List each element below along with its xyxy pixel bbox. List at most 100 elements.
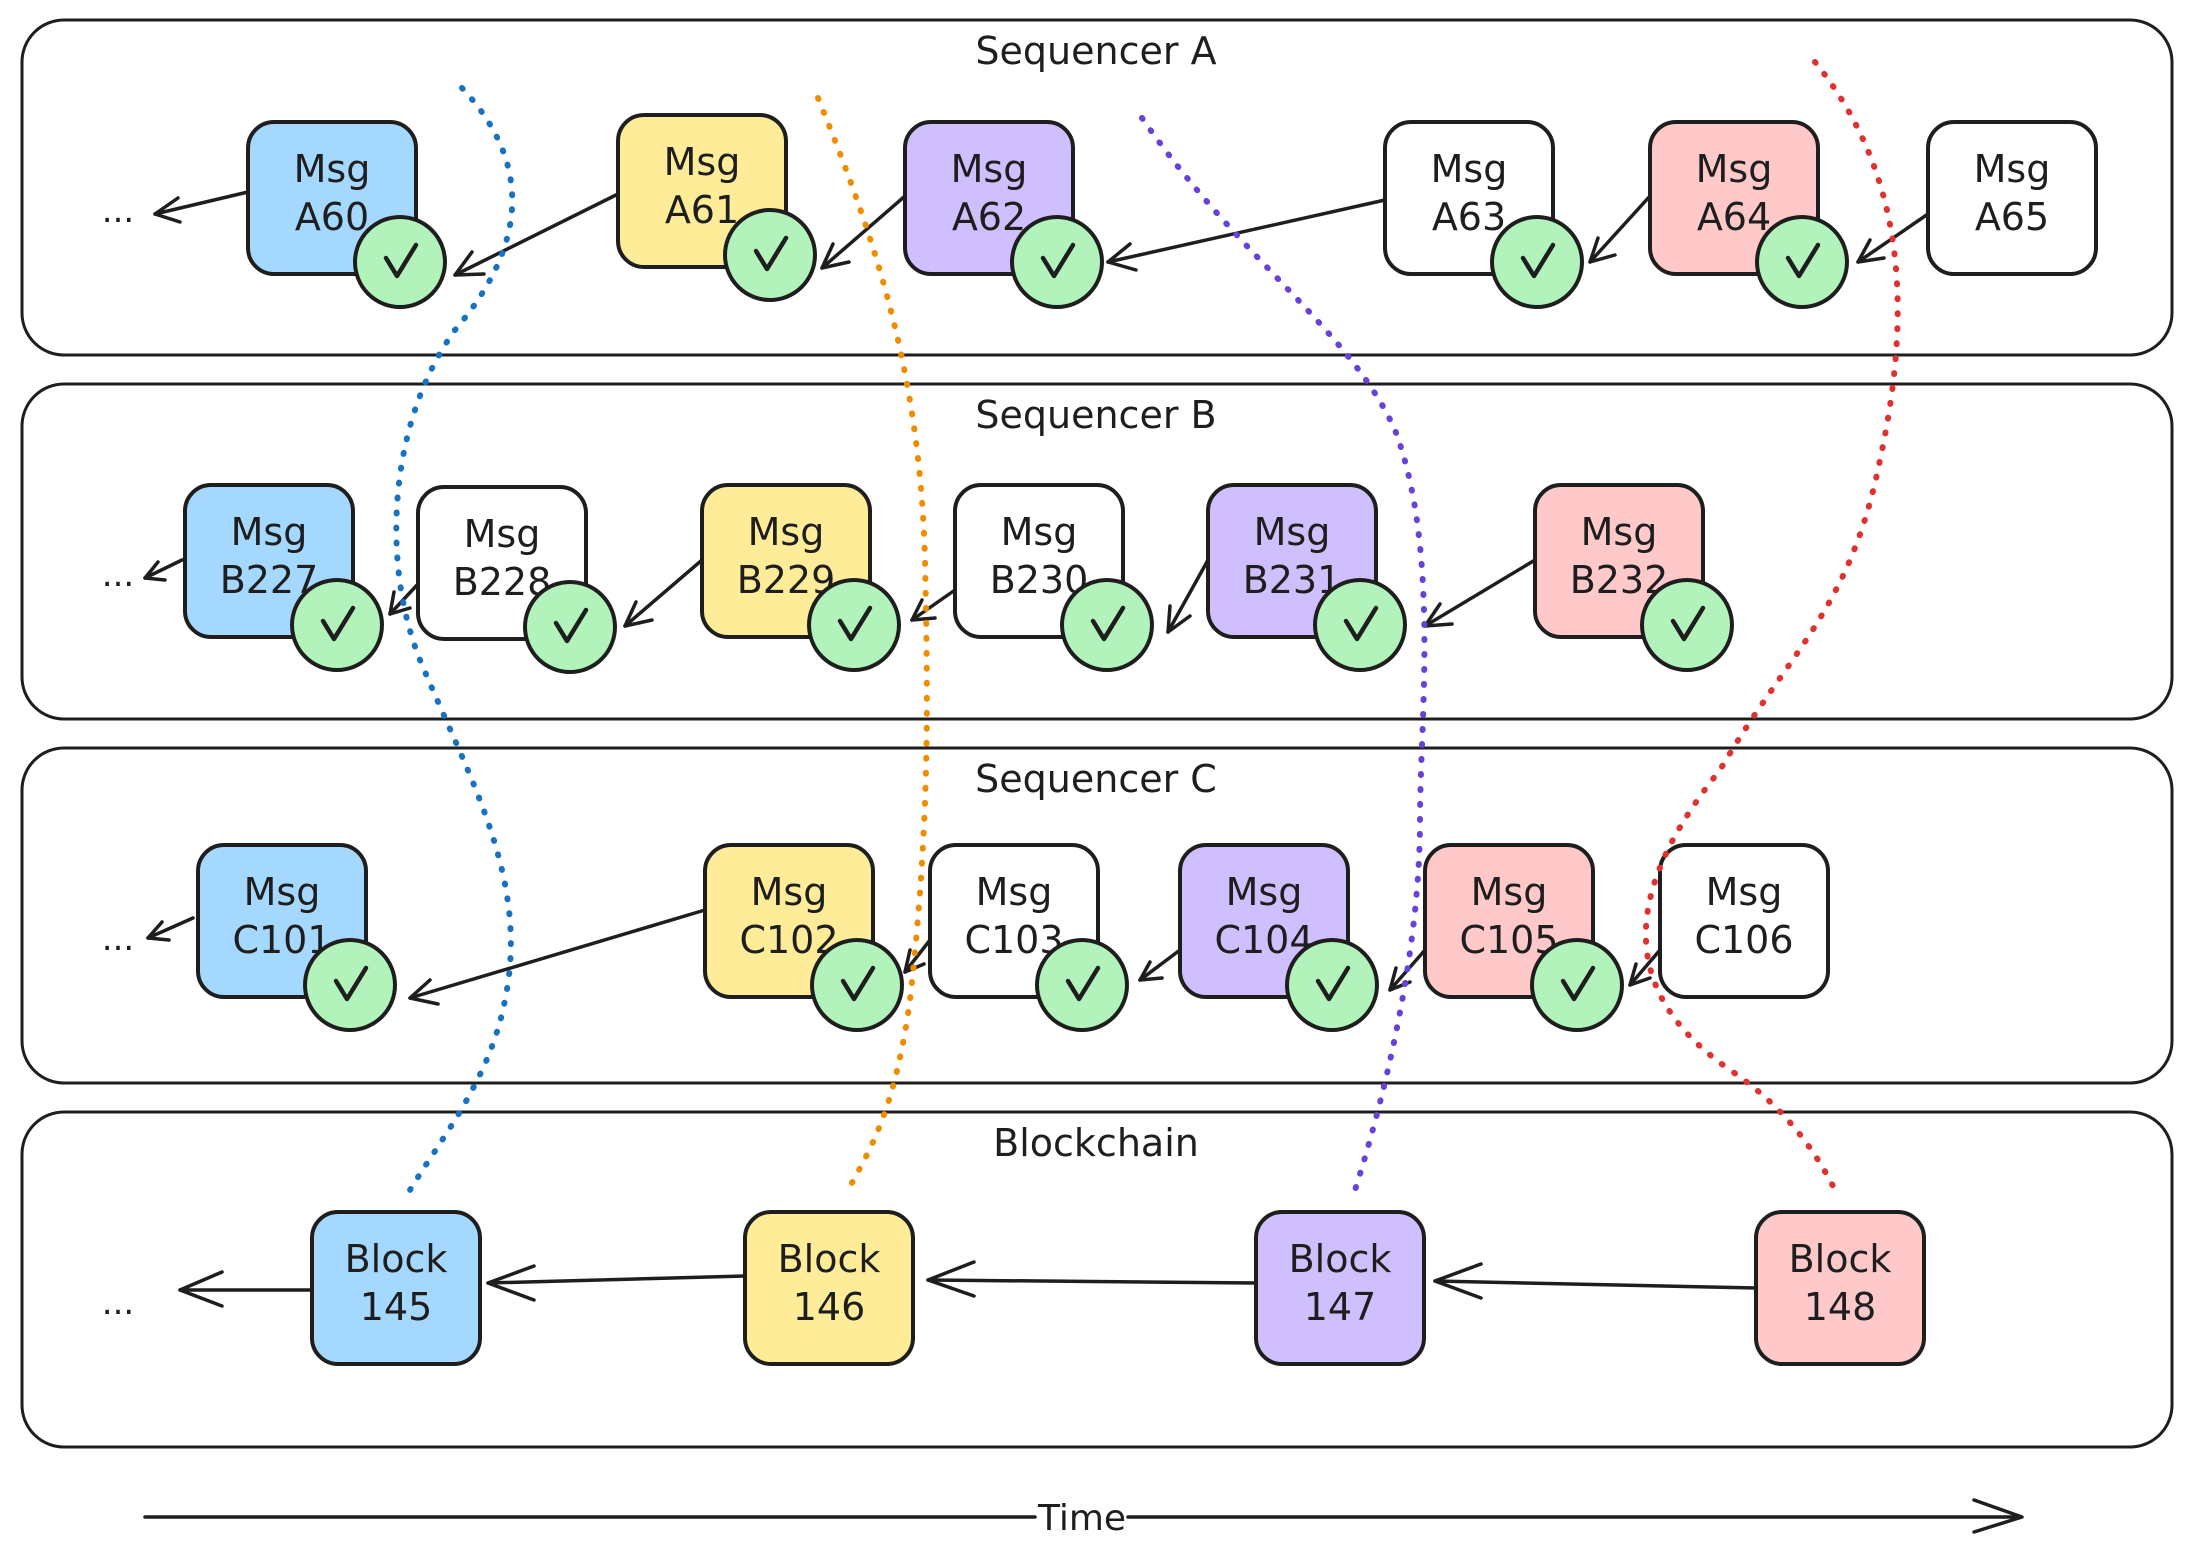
check-mark <box>1090 605 1126 642</box>
check-icon <box>807 578 901 672</box>
check-mark <box>1560 965 1596 1002</box>
check-circle <box>353 215 447 309</box>
check-circle <box>807 578 901 672</box>
node-label-line1: Msg <box>244 870 321 914</box>
arrow-head <box>910 598 937 622</box>
node-label-line2: 146 <box>793 1285 866 1329</box>
node-label-line2: A64 <box>1697 195 1771 239</box>
time-axis: Time <box>143 1498 2024 1539</box>
check-mark <box>320 605 356 642</box>
link-arrow <box>153 190 250 216</box>
link-arrow <box>146 916 195 940</box>
arrow-head <box>1106 242 1138 272</box>
lane-box <box>20 18 2174 357</box>
check-circle <box>1285 938 1379 1032</box>
time-axis-arrow-head <box>1972 1498 2024 1534</box>
dotted-line-red <box>1642 59 1901 1193</box>
ellipsis: ... <box>102 919 134 959</box>
arrow-head <box>623 600 654 628</box>
node-label-line1: Block <box>1789 1237 1892 1281</box>
check-icon <box>303 938 397 1032</box>
link-arrow <box>486 1274 747 1285</box>
link-arrow <box>143 558 184 580</box>
link-arrow <box>903 938 932 974</box>
check-circle <box>1755 215 1849 309</box>
ellipsis: ... <box>102 1283 134 1323</box>
node-label-line2: C106 <box>1694 918 1793 962</box>
check-mark <box>753 235 789 272</box>
check-mark <box>1785 242 1821 279</box>
link-arrow <box>453 192 620 277</box>
check-mark <box>840 965 876 1002</box>
lane-title: Sequencer A <box>975 29 1216 73</box>
node-label-line1: Msg <box>294 147 371 191</box>
arrow-head <box>1856 238 1886 264</box>
link-arrow <box>1106 198 1387 264</box>
node-label-line1: Msg <box>1226 870 1303 914</box>
link-arrow <box>388 582 420 616</box>
ellipsis: ... <box>102 555 134 595</box>
arrow-head <box>1166 604 1192 634</box>
arrow-head <box>903 948 926 974</box>
link-arrow <box>1423 558 1537 628</box>
node-label-line1: Msg <box>976 870 1053 914</box>
node-label-line2: A61 <box>665 188 739 232</box>
check-mark <box>1040 242 1076 279</box>
check-icon <box>1285 938 1379 1032</box>
check-circle <box>1530 938 1624 1032</box>
node-box <box>310 1210 482 1366</box>
node-label-line1: Msg <box>951 147 1028 191</box>
check-circle <box>303 938 397 1032</box>
arrow-head <box>453 250 486 277</box>
check-icon <box>1313 578 1407 672</box>
arrow-head <box>1138 960 1164 982</box>
arrow-head <box>153 196 182 224</box>
arrow-head <box>143 560 167 582</box>
check-mark <box>553 607 589 644</box>
link-arrow <box>408 908 707 1000</box>
node-label-line1: Msg <box>464 512 541 556</box>
check-mark <box>333 965 369 1002</box>
node-label-line2: A65 <box>1975 195 2049 239</box>
node-label-line2: 147 <box>1304 1285 1377 1329</box>
arrow-head <box>408 978 440 1006</box>
arrow-head <box>146 920 171 942</box>
lane-title: Sequencer C <box>975 757 1217 801</box>
check-icon <box>1035 938 1129 1032</box>
check-circle <box>523 580 617 674</box>
node-label-line1: Msg <box>1471 870 1548 914</box>
check-mark <box>1343 605 1379 642</box>
check-circle <box>1010 215 1104 309</box>
node-label-line2: A63 <box>1432 195 1506 239</box>
check-icon <box>1640 578 1734 672</box>
arrow-head <box>1628 962 1652 987</box>
link-arrow <box>623 558 704 628</box>
link-arrow <box>1588 194 1652 264</box>
arrow-head <box>1433 1262 1483 1300</box>
check-mark <box>1670 605 1706 642</box>
node-label-line1: Msg <box>664 140 741 184</box>
lane-title: Blockchain <box>993 1121 1199 1165</box>
dotted-line-orange <box>815 95 930 1193</box>
check-mark <box>1315 965 1351 1002</box>
node-label-line1: Block <box>778 1237 881 1281</box>
node-label-line2: A62 <box>952 195 1026 239</box>
lane-box <box>20 1110 2174 1449</box>
node-label-line2: A60 <box>295 195 369 239</box>
link-arrow <box>1433 1279 1758 1290</box>
node-label-line1: Msg <box>231 510 308 554</box>
check-mark <box>383 242 419 279</box>
node-box <box>1254 1210 1426 1366</box>
